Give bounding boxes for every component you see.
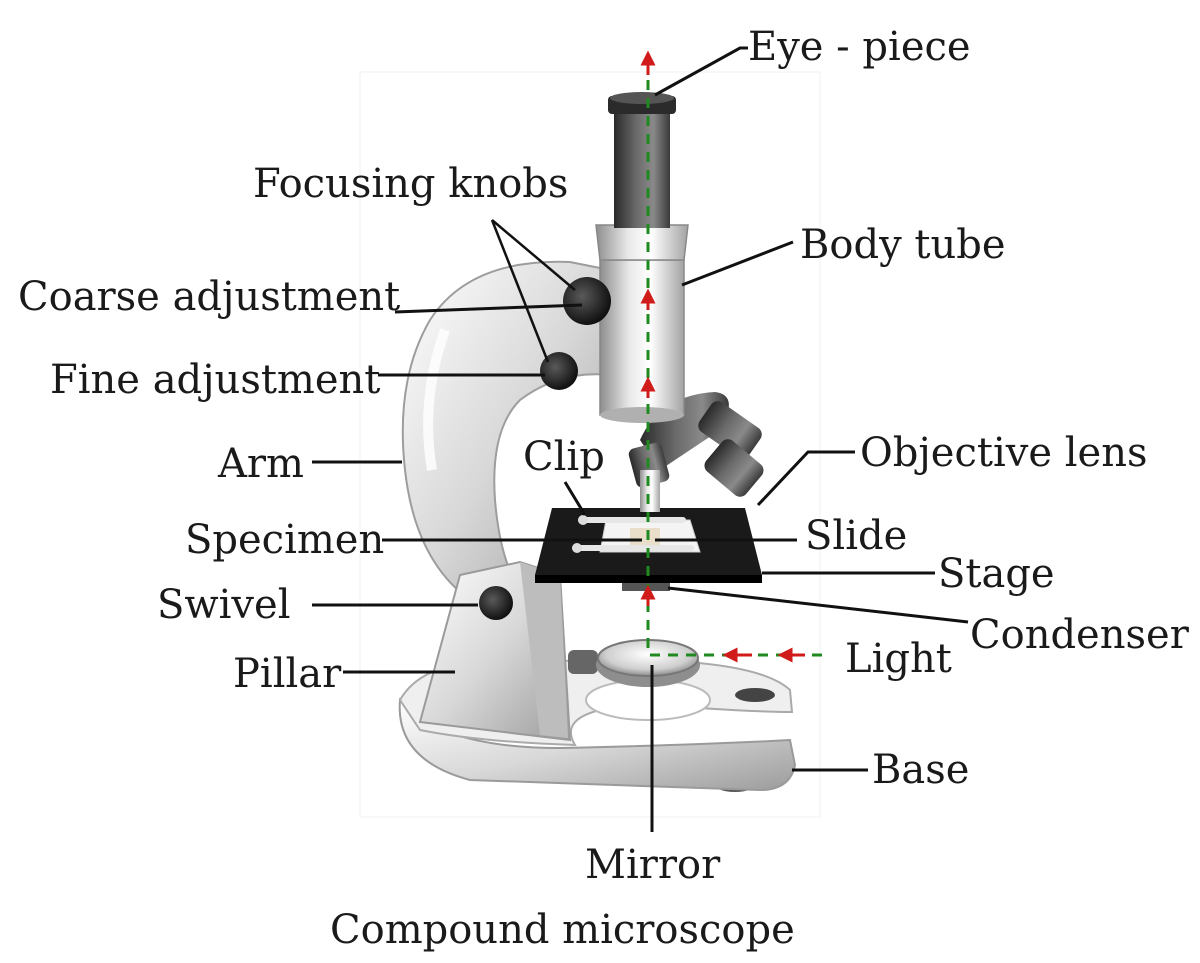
label-focusing-knobs: Focusing knobs: [253, 161, 568, 207]
light-path: [640, 50, 822, 663]
label-base: Base: [872, 747, 969, 793]
clip-shape: [572, 515, 694, 553]
labels: Eye - piece Body tube Focusing knobs Coa…: [18, 24, 1190, 953]
leader-lines: [312, 46, 969, 832]
label-clip: Clip: [523, 434, 605, 480]
label-pillar: Pillar: [233, 651, 342, 697]
label-stage: Stage: [938, 551, 1055, 597]
mirror-shape: [568, 639, 700, 687]
slide-shape: [599, 519, 701, 553]
body-tube-shape: [595, 224, 689, 423]
label-objective-lens: Objective lens: [860, 430, 1147, 476]
diagram-caption: Compound microscope: [330, 907, 795, 953]
label-specimen: Specimen: [185, 517, 384, 563]
label-mirror: Mirror: [585, 842, 721, 888]
label-arm: Arm: [217, 441, 304, 487]
eye-piece-shape: [608, 92, 676, 228]
label-swivel: Swivel: [157, 582, 291, 628]
label-eye-piece: Eye - piece: [748, 24, 971, 70]
label-fine-adjustment: Fine adjustment: [50, 357, 380, 403]
label-slide: Slide: [805, 513, 907, 559]
label-coarse-adjustment: Coarse adjustment: [18, 274, 400, 320]
label-condenser: Condenser: [970, 612, 1190, 658]
label-body-tube: Body tube: [800, 222, 1006, 268]
coarse-adjustment-knob: [563, 277, 611, 325]
swivel-knob: [479, 586, 513, 620]
label-light: Light: [845, 636, 952, 682]
fine-adjustment-knob: [540, 352, 578, 390]
